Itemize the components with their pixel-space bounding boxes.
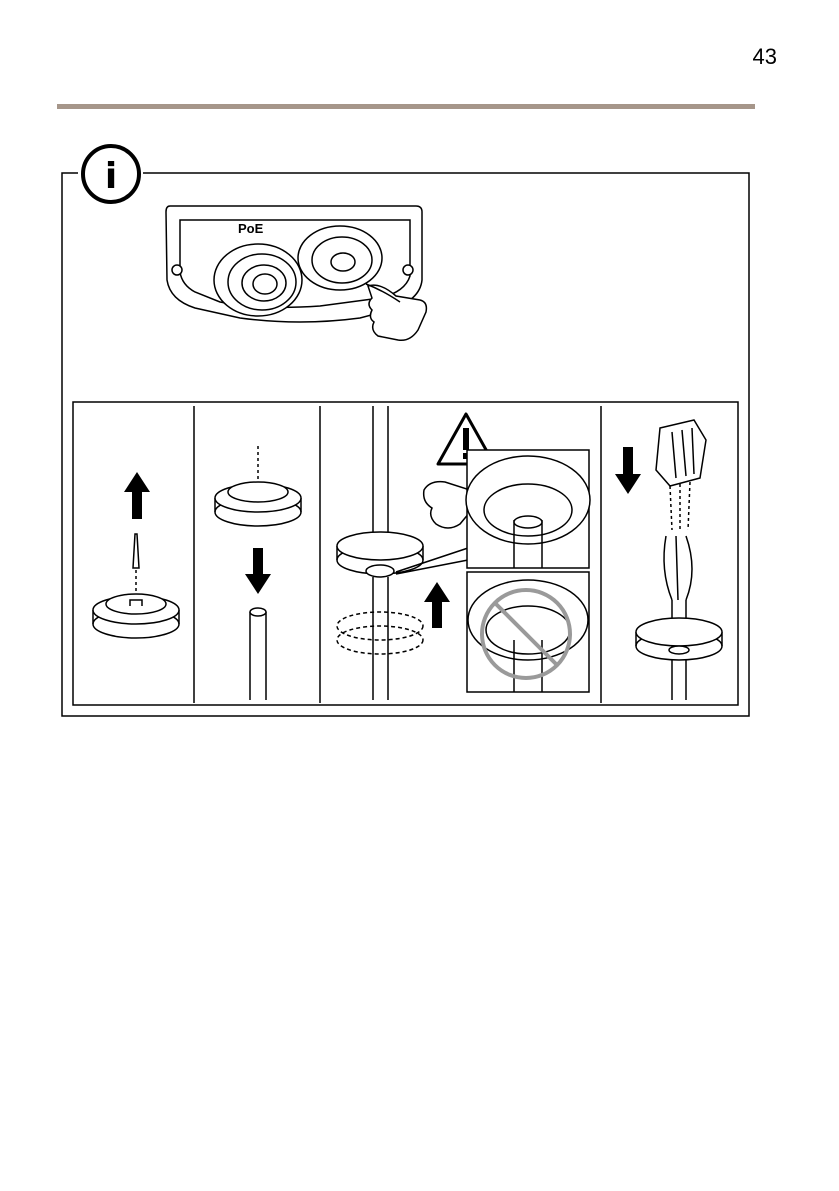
- detail-correct: [466, 450, 590, 568]
- step-attach-connector: [615, 420, 722, 700]
- step-push-cable: [215, 446, 301, 700]
- arrow-up-icon: [124, 472, 150, 519]
- svg-text:i: i: [105, 156, 117, 197]
- arrow-down-icon: [615, 447, 641, 494]
- step-remove-pin: [93, 472, 179, 638]
- info-icon: i: [83, 146, 139, 202]
- port-housing-illustration: [166, 206, 426, 340]
- arrow-down-icon: [245, 548, 271, 594]
- poe-port-label: PoE: [238, 221, 264, 236]
- arrow-up-icon: [424, 582, 450, 628]
